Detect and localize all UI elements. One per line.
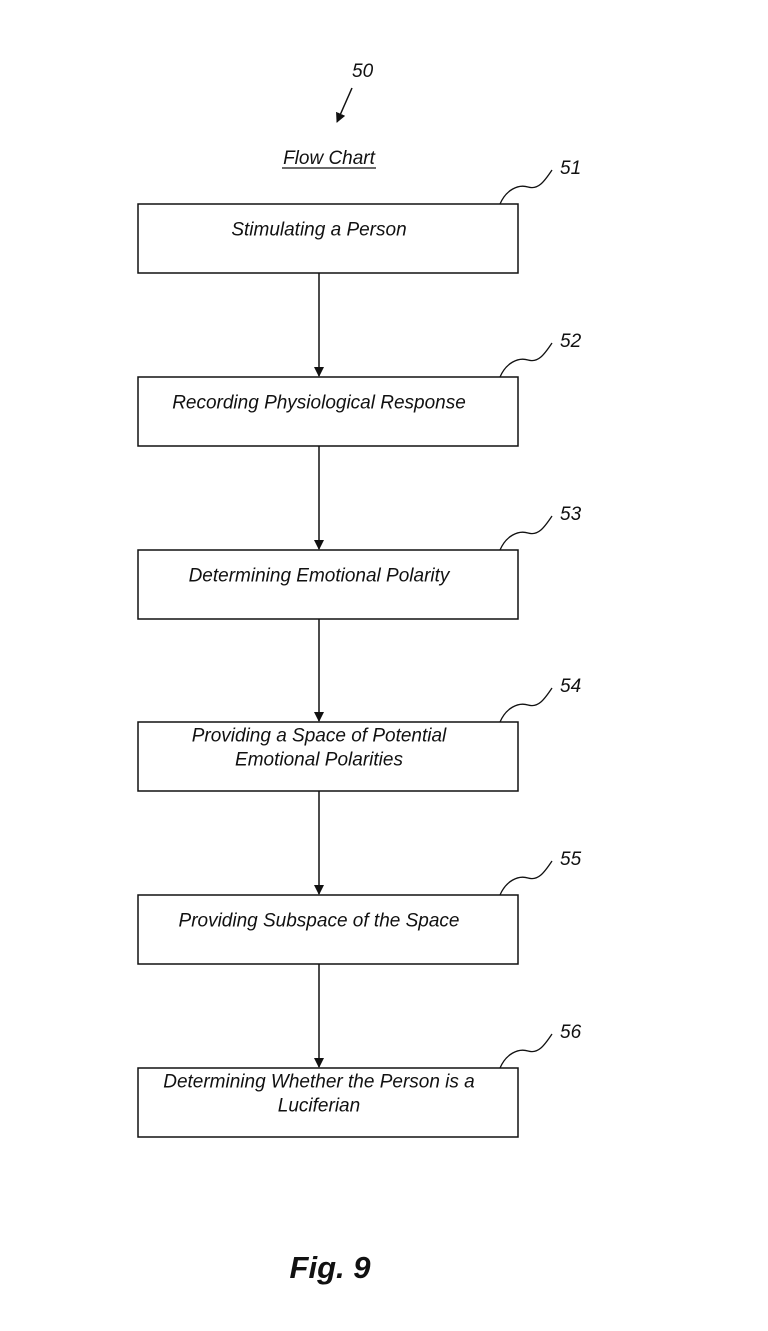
flow-step-box <box>137 549 519 620</box>
flow-step-label: Providing a Space of Potential <box>192 726 447 747</box>
step-reference-number: 55 <box>560 849 582 870</box>
flow-step-label: Stimulating a Person <box>231 220 406 241</box>
flow-step-3: Determining Emotional Polarity 53 <box>137 504 582 722</box>
flow-step-label: Emotional Polarities <box>235 750 403 771</box>
step-reference-number: 51 <box>560 158 581 179</box>
flow-step-box <box>137 203 519 274</box>
step-reference-number: 56 <box>560 1022 582 1043</box>
figure-caption: Fig. 9 <box>290 1250 372 1285</box>
flow-step-box <box>137 1067 519 1138</box>
flow-step-label: Determining Whether the Person is a <box>163 1072 475 1093</box>
flow-step-label: Luciferian <box>278 1096 360 1117</box>
step-reference-number: 53 <box>560 504 582 525</box>
step-reference-number: 54 <box>560 676 581 697</box>
flow-step-box <box>137 376 519 447</box>
figure-reference-pointer <box>336 87 353 123</box>
reference-leader-line <box>499 687 553 723</box>
flow-step-label: Determining Emotional Polarity <box>189 566 451 587</box>
reference-leader-line <box>499 1033 553 1069</box>
flow-step-box <box>137 721 519 792</box>
flow-step-label: Recording Physiological Response <box>172 393 466 414</box>
flow-step-4: Providing a Space of PotentialEmotional … <box>137 676 581 895</box>
flow-step-1: Stimulating a Person 51 <box>137 158 581 377</box>
reference-leader-line <box>499 169 553 205</box>
flow-step-6: Determining Whether the Person is a Lucif… <box>137 1022 582 1138</box>
reference-leader-line <box>499 342 553 378</box>
flow-step-5: Providing Subspace of the Space 55 <box>137 849 582 1068</box>
flow-step-label: Providing Subspace of the Space <box>179 911 460 932</box>
reference-leader-line <box>499 515 553 551</box>
flow-step-box <box>137 894 519 965</box>
figure-reference-number: 50 <box>352 61 374 82</box>
flow-step-2: Recording Physiological Response 52 <box>137 331 582 550</box>
reference-leader-line <box>499 860 553 896</box>
flow-chart-title: Flow Chart <box>283 148 376 169</box>
step-reference-number: 52 <box>560 331 582 352</box>
